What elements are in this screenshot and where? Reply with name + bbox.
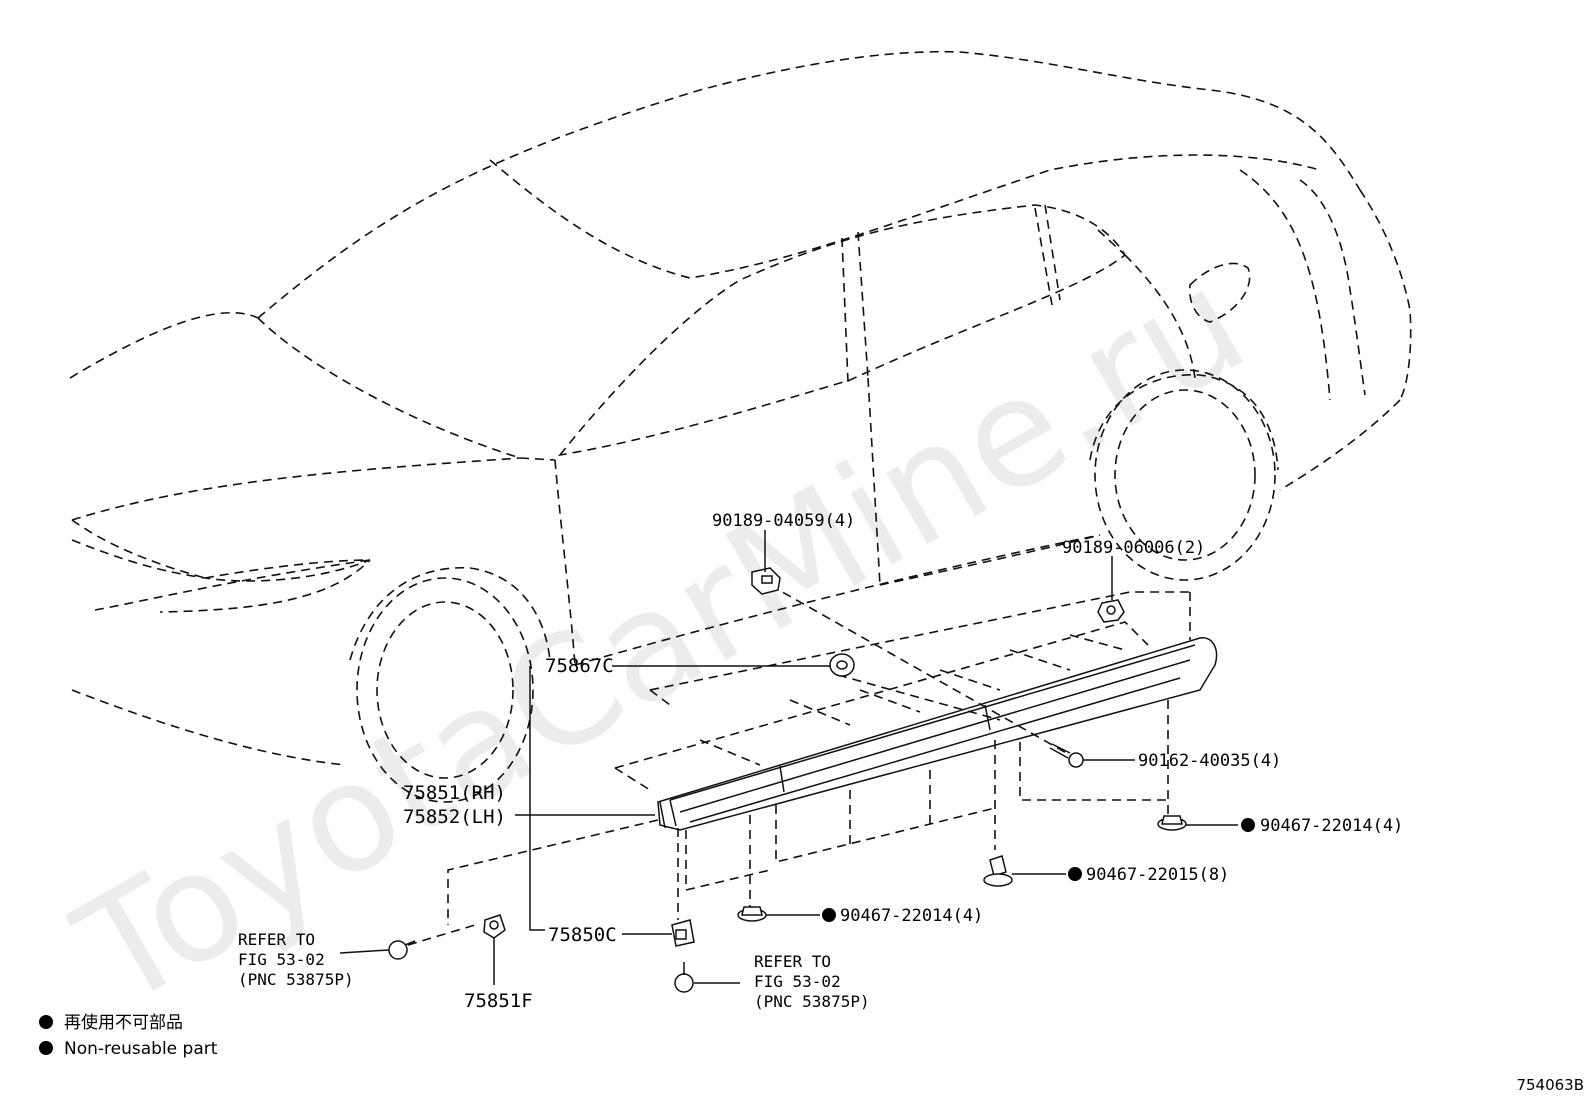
clip-90189-04059-icon [751,567,781,595]
legend-jp: 再使用不可部品 [64,1012,183,1033]
nut-90467-22014-mid-icon [737,906,767,922]
label-90162-40035: 90162-40035(4) [1138,751,1281,771]
refer-left-line3: (PNC 53875P) [238,970,354,989]
screw-90162-40035-icon [1049,743,1084,768]
grommet-75867c-icon [829,653,855,677]
label-75851-rh: 75851(RH) [403,782,506,804]
label-75852-lh: 75852(LH) [403,806,506,828]
clip-75850c-icon [671,919,695,947]
bolt-center-refer-icon [674,962,694,993]
watermark-text: ToyotaCarMine.ru [50,235,1273,1041]
leader-lines [339,530,1238,985]
refer-center-line1: REFER TO [754,952,831,971]
non-reusable-marker-3 [822,908,836,922]
rear-wheel [1089,369,1279,581]
legend-en: Non-reusable part [64,1039,218,1059]
non-reusable-marker-1 [1241,818,1255,832]
legend: 再使用不可部品 Non-reusable part [39,1012,218,1059]
nut-90467-22014-right-icon [1157,815,1187,831]
label-75851f: 75851F [464,990,533,1012]
refer-left-line1: REFER TO [238,930,315,949]
clip-90189-06006-icon [1097,599,1125,623]
mounting-guides [407,584,1191,946]
rocker-moulding-75851 [657,637,1218,831]
non-reusable-marker-2 [1068,867,1082,881]
label-90189-06006: 90189-06006(2) [1062,538,1205,558]
front-wheel [349,566,551,803]
car-body-outline [69,50,1412,766]
label-90467-22015: 90467-22015(8) [1086,865,1229,885]
clip-75851f-icon [483,914,506,939]
label-90467-22014-right: 90467-22014(4) [1260,816,1403,836]
refer-center-line2: FIG 53-02 [754,972,841,991]
figure-code: 754063B [1516,1076,1584,1094]
label-90467-22014-mid: 90467-22014(4) [840,906,983,926]
label-75867c: 75867C [545,655,614,677]
refer-center-line3: (PNC 53875P) [754,992,870,1011]
legend-bullet-en [39,1041,53,1055]
legend-bullet-jp [39,1015,53,1029]
refer-left-line2: FIG 53-02 [238,950,325,969]
label-90189-04059: 90189-04059(4) [712,511,855,531]
label-75850c: 75850C [548,924,617,946]
clip-90467-22015-icon [983,855,1013,887]
